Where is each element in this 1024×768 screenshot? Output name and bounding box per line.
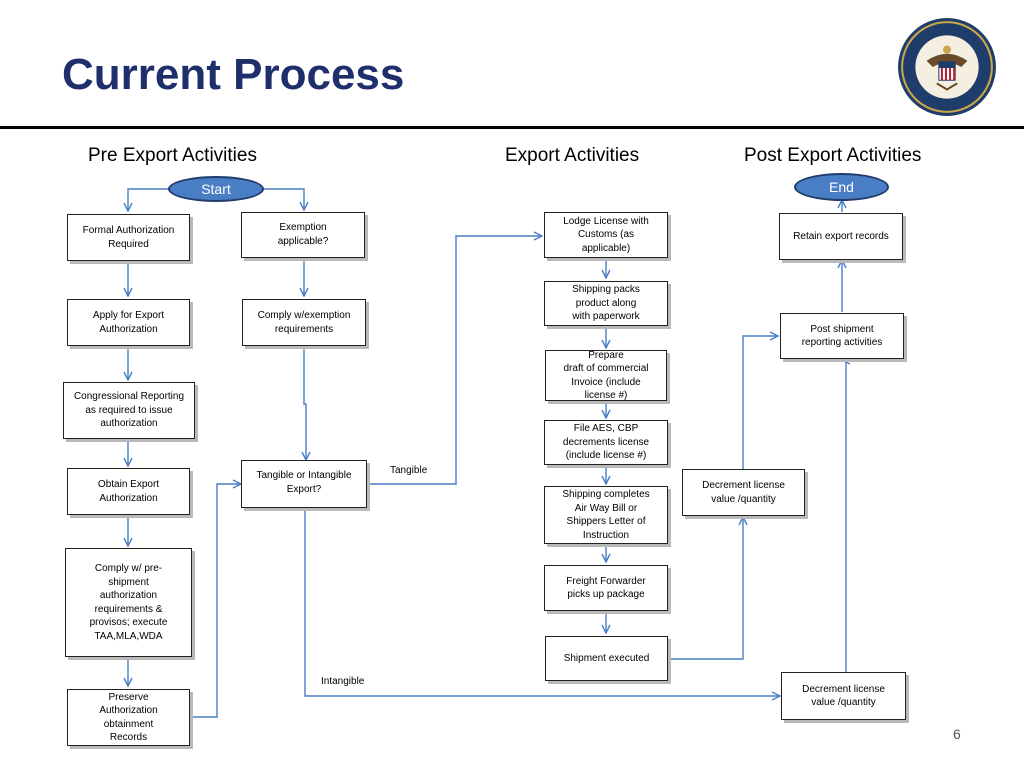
connector-executed-to-decrement1 [669, 517, 743, 660]
node-formal-authorization: Formal Authorization Required [67, 214, 190, 261]
node-shipping-packs-label: Shipping packs product along with paperw… [572, 284, 640, 323]
edge-label-tangible: Tangible [390, 465, 428, 476]
node-congressional-reporting-label: Congressional Reporting as required to i… [73, 391, 185, 430]
connector-comply-ex-to-tangible [304, 346, 306, 460]
end-node: End [794, 173, 889, 201]
node-exemption-applicable: Exemption applicable? [241, 212, 365, 258]
node-shipment-executed-label: Shipment executed [563, 652, 650, 664]
node-prepare-invoice: Prepare draft of commercial Invoice (inc… [545, 350, 667, 401]
node-retain-export-records: Retain export records [779, 213, 903, 260]
node-preserve-records-label: Preserve Authorization obtainment Record… [99, 691, 158, 744]
node-comply-pre-shipment-label: Comply w/ pre- shipment authorization re… [89, 563, 168, 642]
node-prepare-invoice-label: Prepare draft of commercial Invoice (inc… [563, 349, 649, 402]
node-shipping-packs: Shipping packs product along with paperw… [544, 281, 668, 326]
heading-pre-export: Pre Export Activities [88, 145, 257, 166]
node-formal-authorization-label: Formal Authorization Required [82, 225, 175, 250]
connector-start-to-exemption [264, 188, 304, 210]
node-shipping-completes: Shipping completes Air Way Bill or Shipp… [544, 486, 668, 544]
connector-decrement2-to-post [842, 360, 846, 672]
node-exemption-applicable-label: Exemption applicable? [277, 222, 329, 247]
heading-export: Export Activities [505, 145, 640, 166]
node-tangible-or-intangible-label: Tangible or Intangible Export? [256, 470, 352, 495]
department-of-state-seal-icon [898, 18, 996, 116]
node-file-aes: File AES, CBP decrements license (includ… [544, 420, 668, 465]
node-decrement-license-2-label: Decrement license value /quantity [802, 683, 885, 709]
node-comply-pre-shipment: Comply w/ pre- shipment authorization re… [65, 548, 192, 657]
edge-label-intangible: Intangible [321, 676, 365, 687]
connector-decrement1-to-post [742, 336, 778, 469]
node-retain-export-records-label: Retain export records [793, 230, 889, 242]
node-lodge-license: Lodge License with Customs (as applicabl… [544, 212, 668, 258]
node-post-shipment-reporting-label: Post shipment reporting activities [801, 323, 883, 349]
title-divider [0, 126, 1024, 129]
node-freight-forwarder: Freight Forwarder picks up package [544, 565, 668, 611]
node-post-shipment-reporting: Post shipment reporting activities [780, 313, 904, 359]
node-comply-exemption-label: Comply w/exemption requirements [257, 310, 351, 335]
node-obtain-export-authorization-label: Obtain Export Authorization [97, 479, 160, 504]
node-tangible-or-intangible: Tangible or Intangible Export? [241, 460, 367, 508]
node-obtain-export-authorization: Obtain Export Authorization [67, 468, 190, 515]
node-apply-export-authorization-label: Apply for Export Authorization [92, 310, 165, 335]
node-shipment-executed: Shipment executed [545, 636, 668, 681]
node-lodge-license-label: Lodge License with Customs (as applicabl… [563, 215, 649, 254]
connector-tangible-to-lodge [368, 236, 542, 485]
node-decrement-license-1-label: Decrement license value /quantity [702, 480, 785, 505]
node-congressional-reporting: Congressional Reporting as required to i… [63, 382, 195, 439]
node-apply-export-authorization: Apply for Export Authorization [67, 299, 190, 346]
node-preserve-records: Preserve Authorization obtainment Record… [67, 689, 190, 746]
heading-post-export: Post Export Activities [744, 145, 922, 166]
node-shipping-completes-label: Shipping completes Air Way Bill or Shipp… [562, 489, 650, 541]
node-decrement-license-2: Decrement license value /quantity [781, 672, 906, 720]
node-decrement-license-1: Decrement license value /quantity [682, 469, 805, 516]
node-comply-exemption: Comply w/exemption requirements [242, 299, 366, 346]
page-number: 6 [953, 726, 961, 742]
connector-tangible-to-decrement2 [304, 509, 780, 696]
connector-preserve-to-tangible [192, 484, 241, 718]
start-node: Start [168, 176, 264, 202]
connector-start-to-formal [128, 188, 168, 211]
node-file-aes-label: File AES, CBP decrements license (includ… [562, 423, 650, 462]
page-title: Current Process [62, 50, 405, 99]
node-freight-forwarder-label: Freight Forwarder picks up package [566, 575, 646, 601]
